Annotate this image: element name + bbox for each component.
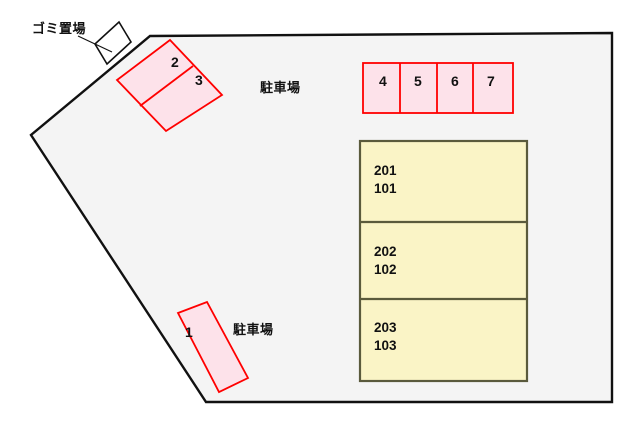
parking-stall-7-number: 7	[487, 73, 495, 89]
unit-203-label: 203	[374, 320, 397, 335]
apartment-building-outline[interactable]	[358, 139, 529, 383]
parking-row-4-7[interactable]: 4 5 6 7	[362, 62, 514, 114]
parking-label-top: 駐車場	[260, 80, 301, 95]
parking-block-1-outline[interactable]	[176, 300, 250, 394]
parking-stall-1-number: 1	[185, 324, 193, 340]
trash-area-shape	[93, 20, 133, 66]
parking-divider-2-3	[139, 65, 194, 107]
trash-area-label: ゴミ置場	[32, 21, 86, 36]
unit-102-label: 102	[374, 262, 397, 277]
unit-103-label: 103	[374, 338, 397, 353]
apartment-building[interactable]: 201 101 202 102 203 103	[358, 139, 529, 383]
parking-stall-2-number: 2	[171, 54, 179, 70]
parking-stall-3-number: 3	[195, 72, 203, 88]
parking-stall-5-number: 5	[414, 73, 422, 89]
unit-201-label: 201	[374, 163, 397, 178]
unit-101-label: 101	[374, 181, 397, 196]
parking-row-4-7-outline[interactable]	[362, 62, 514, 114]
parking-block-1[interactable]: 1	[176, 300, 250, 394]
parking-stall-4-number: 4	[379, 73, 387, 89]
unit-202-label: 202	[374, 244, 397, 259]
parking-label-bottom: 駐車場	[233, 322, 274, 337]
trash-leader-line	[77, 35, 113, 53]
parking-block-2-3[interactable]: 2 3	[115, 38, 224, 133]
parking-block-2-3-outline[interactable]	[115, 38, 224, 133]
parking-stall-6-number: 6	[451, 73, 459, 89]
